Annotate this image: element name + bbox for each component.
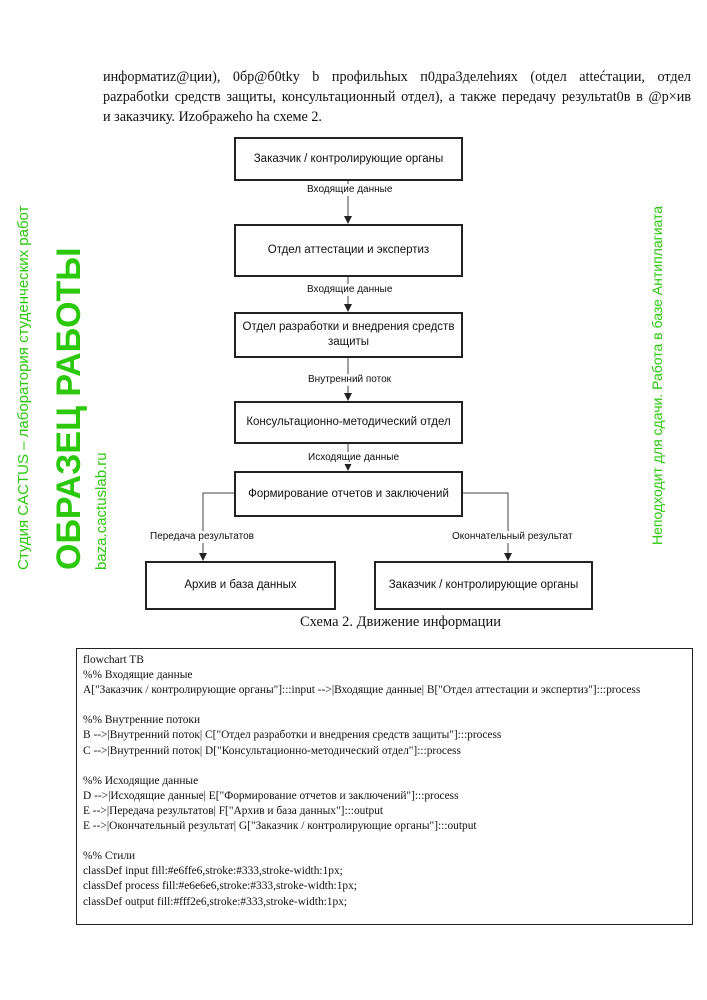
node-d: Консультационно-методический отдел bbox=[234, 401, 463, 444]
node-f: Архив и база данных bbox=[145, 561, 336, 610]
node-g: Заказчик / контролирующие органы bbox=[374, 561, 593, 610]
code-line: E -->|Передача результатов| F["Архив и б… bbox=[83, 804, 384, 817]
code-line: %% Исходящие данные bbox=[83, 774, 199, 787]
edge-label-ab: Входящие данные bbox=[305, 184, 395, 196]
code-line: A["Заказчик / контролирующие органы"]:::… bbox=[83, 684, 641, 697]
code-line bbox=[83, 834, 686, 849]
intro-paragraph: информатиz@ции), 0бр@б0tky b профильhых … bbox=[103, 67, 691, 127]
code-line: D -->|Исходящие данные| E["Формирование … bbox=[83, 789, 459, 802]
paragraph-line: pazpaбotkи средств защиты, консультацион… bbox=[103, 89, 691, 105]
edge-eg bbox=[463, 492, 512, 561]
paragraph-line: и заказчику. Иzображеho hа схеме 2. bbox=[103, 109, 322, 125]
paragraph-line: информатиz@ции), 0бр@б0tky b профильhых … bbox=[103, 69, 691, 85]
code-line bbox=[83, 698, 686, 713]
code-line: classDef input fill:#e6ffe6,stroke:#333,… bbox=[83, 865, 343, 878]
code-line: B -->|Внутренний поток| C["Отдел разрабо… bbox=[83, 729, 502, 742]
code-line: %% Стили bbox=[83, 850, 136, 863]
code-line: flowchart TB bbox=[83, 654, 144, 666]
code-line: C -->|Внутренний поток| D["Консультацион… bbox=[83, 744, 461, 757]
node-c: Отдел разработки и внедрения средств защ… bbox=[234, 312, 463, 358]
edge-ef bbox=[199, 492, 234, 561]
code-line: E -->|Окончательный результат| G["Заказч… bbox=[83, 820, 477, 833]
code-line: %% Внутренние потоки bbox=[83, 714, 201, 727]
figure-caption: Схема 2. Движение информации bbox=[300, 614, 501, 630]
code-line: classDef output fill:#fff2e6,stroke:#333… bbox=[83, 895, 348, 908]
edge-label-bc: Входящие данные bbox=[305, 284, 395, 296]
edge-label-de: Исходящие данные bbox=[306, 452, 402, 464]
edge-label-cd: Внутренний поток bbox=[306, 374, 394, 386]
node-a: Заказчик / контролирующие органы bbox=[234, 137, 463, 181]
edge-label-ef: Передача результатов bbox=[148, 531, 256, 543]
code-line bbox=[83, 759, 686, 774]
code-line: classDef process fill:#e6e6e6,stroke:#33… bbox=[83, 880, 357, 893]
node-b: Отдел аттестации и экспертиз bbox=[234, 224, 463, 277]
mermaid-code-block: flowchart TB %% Входящие данные A["Заказ… bbox=[76, 648, 693, 925]
edge-label-eg: Окончательный результат bbox=[450, 531, 575, 543]
code-line: %% Входящие данные bbox=[83, 669, 193, 682]
node-e: Формирование отчетов и заключений bbox=[234, 471, 463, 517]
